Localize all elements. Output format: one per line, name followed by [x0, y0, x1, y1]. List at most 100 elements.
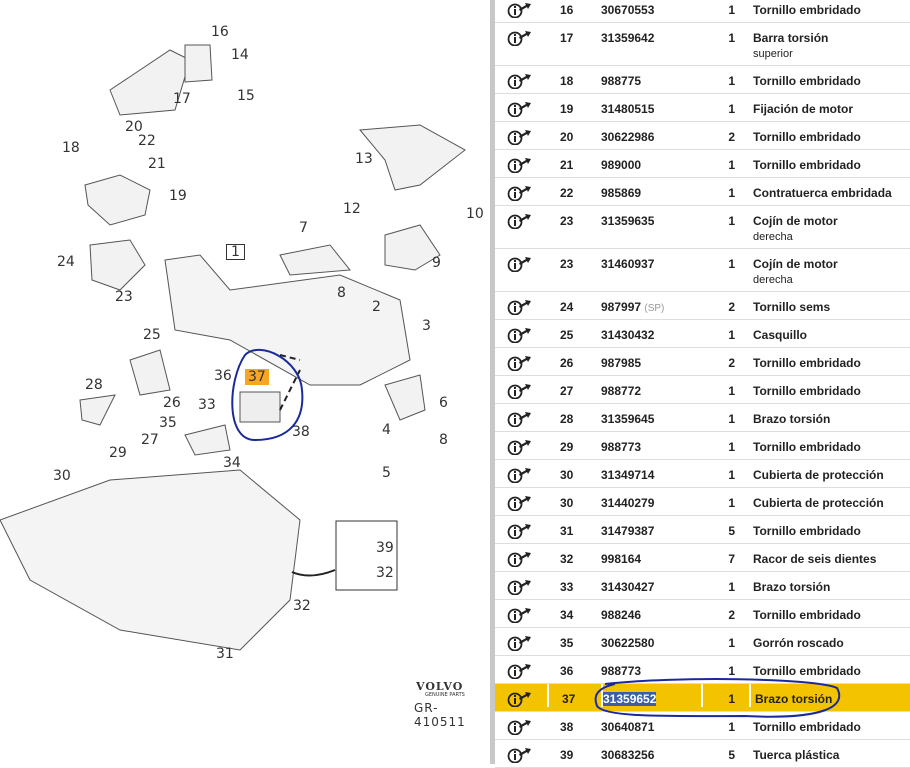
table-row[interactable]: 19 31480515 1 Fijación de motor — [495, 94, 910, 122]
part-number[interactable]: 987997 — [601, 300, 642, 314]
part-number-cell[interactable]: 31480515 — [601, 94, 701, 117]
part-number[interactable]: 30670553 — [601, 3, 655, 17]
part-number[interactable]: 988775 — [601, 74, 642, 88]
part-number-cell[interactable]: 987997 (SP) — [601, 292, 701, 317]
table-row[interactable]: 25 31430432 1 Casquillo — [495, 320, 910, 348]
table-row[interactable]: 32 998164 7 Racor de seis dientes — [495, 544, 910, 572]
table-row[interactable]: 27 988772 1 Tornillo embridado — [495, 376, 910, 404]
table-row-selected[interactable]: 37 31359652 1 Brazo torsión — [495, 684, 910, 712]
info-link-icon[interactable] — [495, 740, 547, 767]
part-number[interactable]: 31430432 — [601, 328, 655, 342]
callout[interactable]: 23 — [115, 289, 133, 305]
info-link-icon[interactable] — [495, 23, 547, 50]
table-row[interactable]: 30 31440279 1 Cubierta de protección — [495, 488, 910, 516]
part-number[interactable]: 31440279 — [601, 496, 655, 510]
table-row[interactable]: 33 31430427 1 Brazo torsión — [495, 572, 910, 600]
part-number[interactable]: 30622986 — [601, 130, 655, 144]
callout[interactable]: 21 — [148, 156, 166, 172]
info-link-icon[interactable] — [495, 516, 547, 543]
part-number-cell[interactable]: 988775 — [601, 66, 701, 89]
table-row[interactable]: 34 988246 2 Tornillo embridado — [495, 600, 910, 628]
part-number[interactable]: 31359652 — [603, 692, 657, 706]
part-number-cell[interactable]: 31349714 — [601, 460, 701, 483]
info-link-icon[interactable] — [495, 320, 547, 347]
table-row[interactable]: 26 987985 2 Tornillo embridado — [495, 348, 910, 376]
info-link-icon[interactable] — [495, 94, 547, 121]
part-number-cell[interactable]: 987985 — [601, 348, 701, 371]
callout[interactable]: 8 — [337, 285, 346, 301]
part-number[interactable]: 987985 — [601, 356, 642, 370]
callout[interactable]: 8 — [439, 432, 448, 448]
table-row[interactable]: 35 30622580 1 Gorrón roscado — [495, 628, 910, 656]
info-link-icon[interactable] — [495, 656, 547, 683]
table-row[interactable]: 36 988773 1 Tornillo embridado — [495, 656, 910, 684]
part-number[interactable]: 30683256 — [601, 748, 655, 762]
callout[interactable]: 2 — [372, 299, 381, 315]
info-link-icon[interactable] — [495, 348, 547, 375]
panel-divider[interactable] — [490, 0, 495, 764]
callout[interactable]: 36 — [214, 368, 232, 384]
callout[interactable]: 32 — [376, 565, 394, 581]
callout[interactable]: 33 — [198, 397, 216, 413]
part-number[interactable]: 31359645 — [601, 412, 655, 426]
info-link-icon[interactable] — [495, 66, 547, 93]
callout[interactable]: 19 — [169, 188, 187, 204]
callout[interactable]: 6 — [439, 395, 448, 411]
callout[interactable]: 26 — [163, 395, 181, 411]
table-row[interactable]: 20 30622986 2 Tornillo embridado — [495, 122, 910, 150]
info-link-icon[interactable] — [495, 376, 547, 403]
callout[interactable]: 29 — [109, 445, 127, 461]
callout[interactable]: 22 — [138, 133, 156, 149]
table-row[interactable]: 16 30670553 1 Tornillo embridado — [495, 0, 910, 23]
callout[interactable]: 14 — [231, 47, 249, 63]
part-number-cell[interactable]: 31430432 — [601, 320, 701, 343]
part-number[interactable]: 31349714 — [601, 468, 655, 482]
callout[interactable]: 38 — [292, 424, 310, 440]
callout-highlighted[interactable]: 37 — [245, 369, 269, 385]
part-number-cell[interactable]: 31359642 — [601, 23, 701, 46]
table-row[interactable]: 22 985869 1 Contratuerca embridada — [495, 178, 910, 206]
part-number[interactable]: 31479387 — [601, 524, 655, 538]
info-link-icon[interactable] — [495, 178, 547, 205]
part-number-cell[interactable]: 988772 — [601, 376, 701, 399]
callout[interactable]: 12 — [343, 201, 361, 217]
part-number[interactable]: 985869 — [601, 186, 642, 200]
part-number-cell[interactable]: 31440279 — [601, 488, 701, 511]
callout[interactable]: 16 — [211, 24, 229, 40]
callout[interactable]: 4 — [382, 422, 391, 438]
callout[interactable]: 5 — [382, 465, 391, 481]
table-row[interactable]: 24 987997 (SP) 2 Tornillo sems — [495, 292, 910, 320]
part-number[interactable]: 31480515 — [601, 102, 655, 116]
part-number[interactable]: 998164 — [601, 552, 642, 566]
part-number-cell[interactable]: 998164 — [601, 544, 701, 567]
part-number-cell[interactable]: 31430427 — [601, 572, 701, 595]
part-number[interactable]: 30640871 — [601, 720, 655, 734]
callout-ref-box[interactable]: 1 — [226, 244, 245, 260]
callout[interactable]: 3 — [422, 318, 431, 334]
part-number[interactable]: 31359642 — [601, 31, 655, 45]
info-link-icon[interactable] — [495, 488, 547, 515]
callout[interactable]: 13 — [355, 151, 373, 167]
info-link-icon[interactable] — [495, 292, 547, 319]
info-link-icon[interactable] — [495, 404, 547, 431]
info-link-icon[interactable] — [495, 122, 547, 149]
table-row[interactable]: 30 31349714 1 Cubierta de protección — [495, 460, 910, 488]
info-link-icon[interactable] — [495, 684, 547, 711]
callout[interactable]: 9 — [432, 255, 441, 271]
info-link-icon[interactable] — [495, 206, 547, 233]
part-number-cell[interactable]: 31359652 — [601, 684, 701, 707]
table-row[interactable]: 28 31359645 1 Brazo torsión — [495, 404, 910, 432]
callout[interactable]: 18 — [62, 140, 80, 156]
table-row[interactable]: 21 989000 1 Tornillo embridado — [495, 150, 910, 178]
part-number[interactable]: 988772 — [601, 384, 642, 398]
callout[interactable]: 10 — [466, 206, 484, 222]
part-number-cell[interactable]: 31460937 — [601, 249, 701, 272]
part-number-cell[interactable]: 30670553 — [601, 0, 701, 18]
part-number[interactable]: 988773 — [601, 440, 642, 454]
callout[interactable]: 25 — [143, 327, 161, 343]
part-number-cell[interactable]: 30622580 — [601, 628, 701, 651]
part-number-cell[interactable]: 30640871 — [601, 712, 701, 735]
info-link-icon[interactable] — [495, 460, 547, 487]
